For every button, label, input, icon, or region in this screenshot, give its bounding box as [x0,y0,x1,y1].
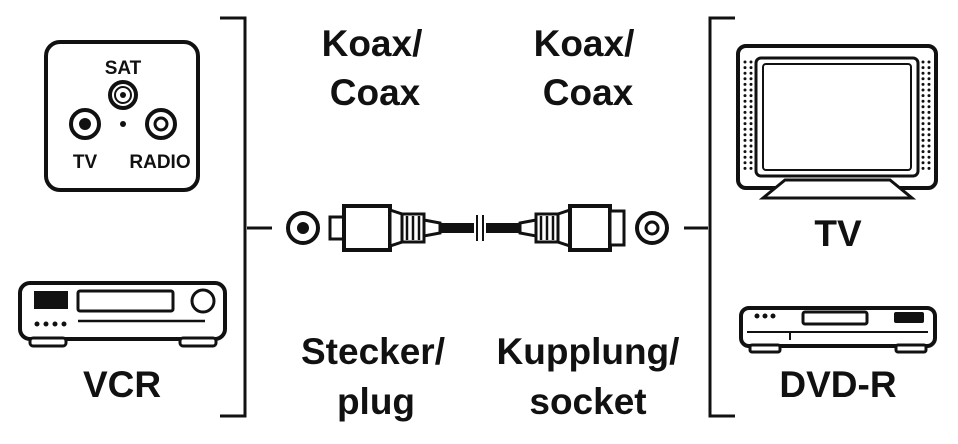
vcr-icon [18,281,227,348]
wall-socket: SAT TV RADIO [44,40,200,192]
radio-port-icon [145,108,177,140]
socket-type-line1: Koax/ [534,23,635,64]
plug-type-line2: Coax [330,72,421,113]
center-dot-icon [120,121,126,127]
dvd-label: DVD-R [779,364,896,405]
sat-label: SAT [105,58,142,79]
radio-port-label: RADIO [129,152,190,173]
left-bracket [220,16,247,418]
tv-port-icon [69,108,101,140]
dvd-recorder-icon [739,306,937,354]
socket-role-line1: Kupplung/ [497,331,680,372]
sat-port-icon [108,80,138,110]
plug-type-line1: Koax/ [322,23,423,64]
tv-speaker-right-icon [921,60,931,170]
plug-role-line1: Stecker/ [301,331,445,372]
plug-end-icon [286,211,320,245]
vcr-label: VCR [83,364,161,405]
male-plug-icon [328,204,442,252]
socket-end-icon [635,211,669,245]
tv-label: TV [814,213,862,254]
tv-icon [736,44,938,200]
plug-role-line2: plug [337,381,415,422]
female-socket-icon [518,204,626,252]
right-bracket [708,16,735,418]
tv-port-label: TV [73,152,98,173]
tv-speaker-left-icon [743,60,753,170]
coax-cable [440,215,520,241]
socket-type-line2: Coax [543,72,634,113]
socket-role-line2: socket [529,381,646,422]
